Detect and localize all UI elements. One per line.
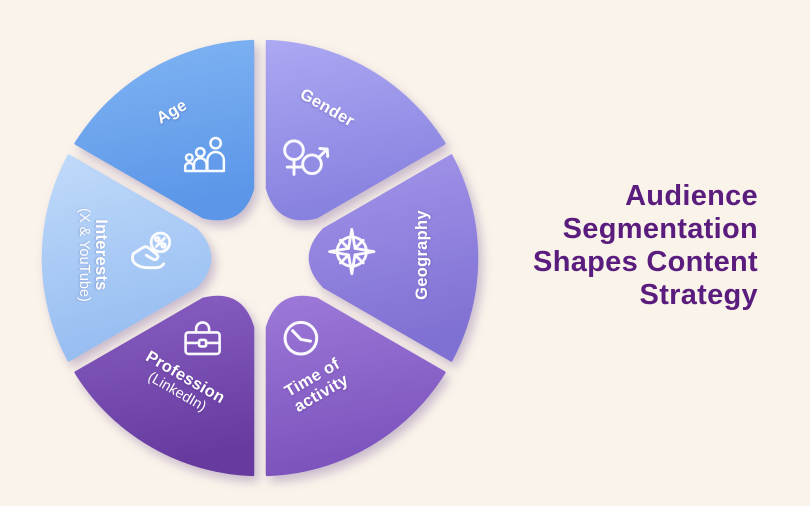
title-line: Strategy (639, 279, 758, 311)
briefcase-icon (184, 321, 221, 356)
page-title: Audience Segmentation Shapes Content Str… (533, 180, 758, 312)
male-female-icon (283, 139, 330, 176)
title-line: Shapes Content (533, 246, 758, 278)
people-icon (183, 136, 226, 173)
segment-profession (74, 295, 255, 477)
hand-percent-icon (131, 231, 172, 270)
title-line: Audience (625, 180, 758, 212)
title-line: Segmentation (562, 213, 758, 245)
compass-icon (328, 227, 376, 276)
segment-interests (41, 154, 212, 362)
clock-icon (283, 320, 319, 356)
segment-age (74, 39, 255, 221)
segment-geography (308, 154, 479, 362)
